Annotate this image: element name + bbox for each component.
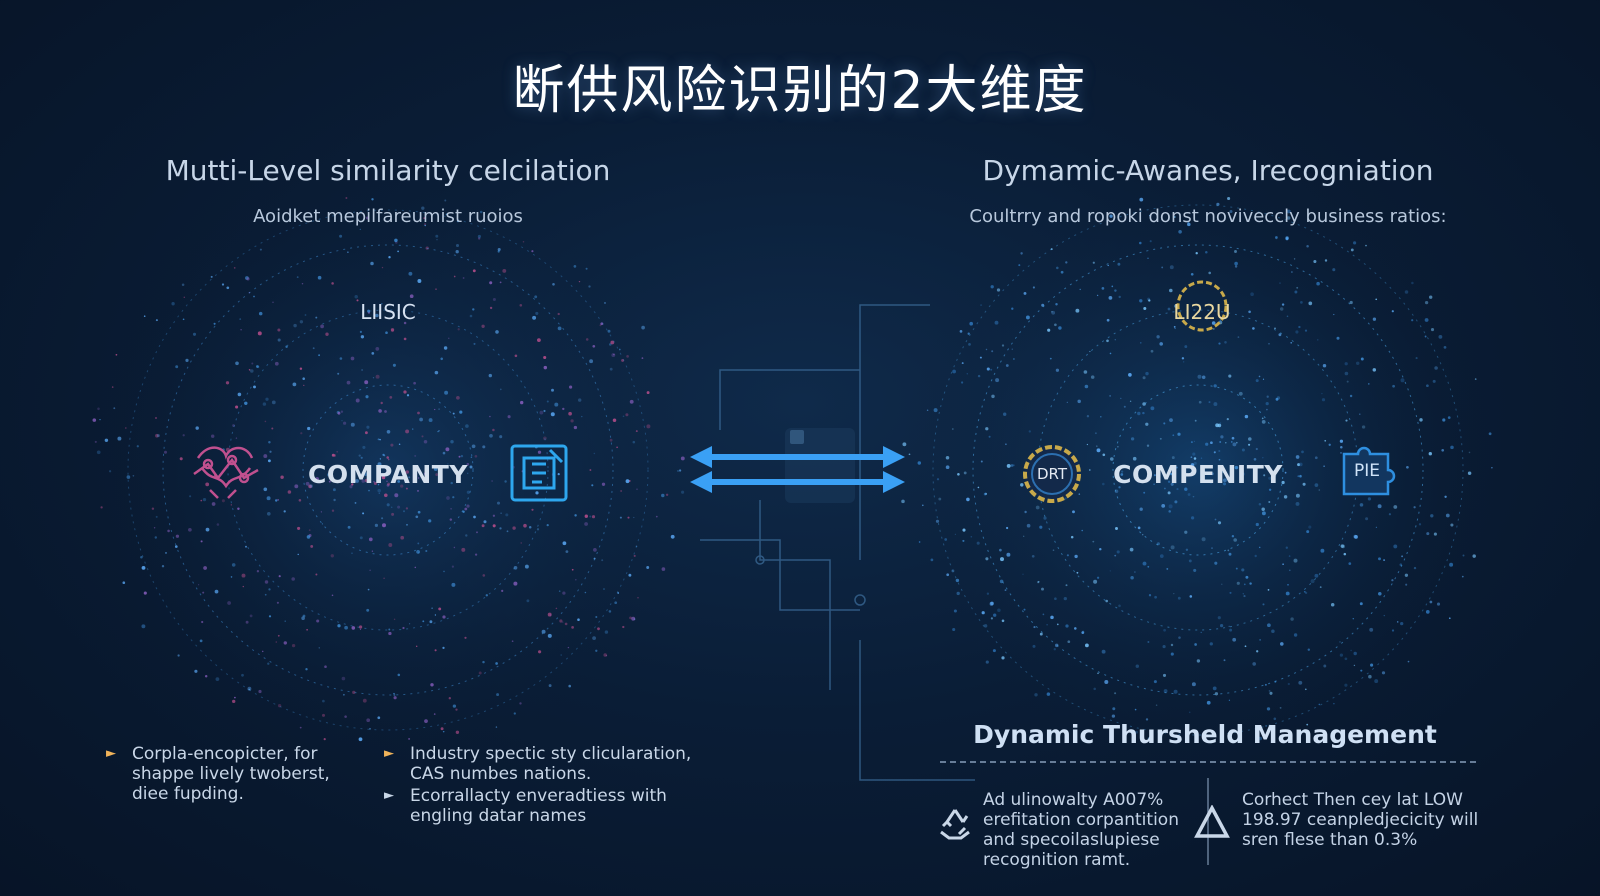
left-bullet-2: ► Industry spectic sty clicularation, CA… [384, 744, 692, 784]
threshold-note-1: Ad ulinowalty A007% erefitation corpanti… [983, 790, 1179, 870]
right-ring-top-label: LI22U [1173, 300, 1231, 324]
left-center-label: COMPANTY [308, 460, 468, 489]
document-glyph-icon [506, 440, 572, 506]
pie-puzzle-icon: PIE [1336, 440, 1398, 502]
pie-badge-label: PIE [1353, 461, 1380, 481]
right-panel-subtitle: Coultrry and ropoki donst noviveccly bus… [969, 206, 1447, 227]
warning-triangle-icon [1192, 802, 1232, 842]
drt-gear-icon: DRT [1018, 440, 1086, 508]
threshold-note-2: Corhect Then cey lat LOW 198.97 ceanpled… [1242, 790, 1479, 850]
right-center-label: COMPENITY [1113, 460, 1283, 489]
left-bullet-1: ► Corpla-encopicter, for shappe lively t… [106, 744, 330, 804]
double-arrow-icon [690, 446, 905, 493]
circuit-lines [700, 304, 975, 781]
recycle-icon [935, 804, 975, 844]
section-divider [940, 761, 1476, 763]
right-panel-title: Dymamic-Awanes, Irecogniation [982, 154, 1434, 187]
left-dot-field [92, 197, 685, 742]
left-rings [127, 209, 649, 731]
left-ring-top-label: LIISIC [360, 300, 416, 324]
left-bullet-3: ► Ecorrallacty enveradtiess with engling… [384, 786, 667, 826]
page-title: 断供风险识别的2大维度 [512, 61, 1088, 121]
threshold-section-title: Dynamic Thursheld Management [973, 720, 1437, 749]
drt-badge-label: DRT [1036, 465, 1068, 483]
network-glyph-icon [188, 438, 264, 504]
left-panel-subtitle: Aoidket mepilfareumist ruoios [253, 206, 523, 227]
gear-badge-icon [1170, 276, 1234, 336]
left-panel-title: Mutti-Level similarity celcilation [165, 154, 611, 187]
